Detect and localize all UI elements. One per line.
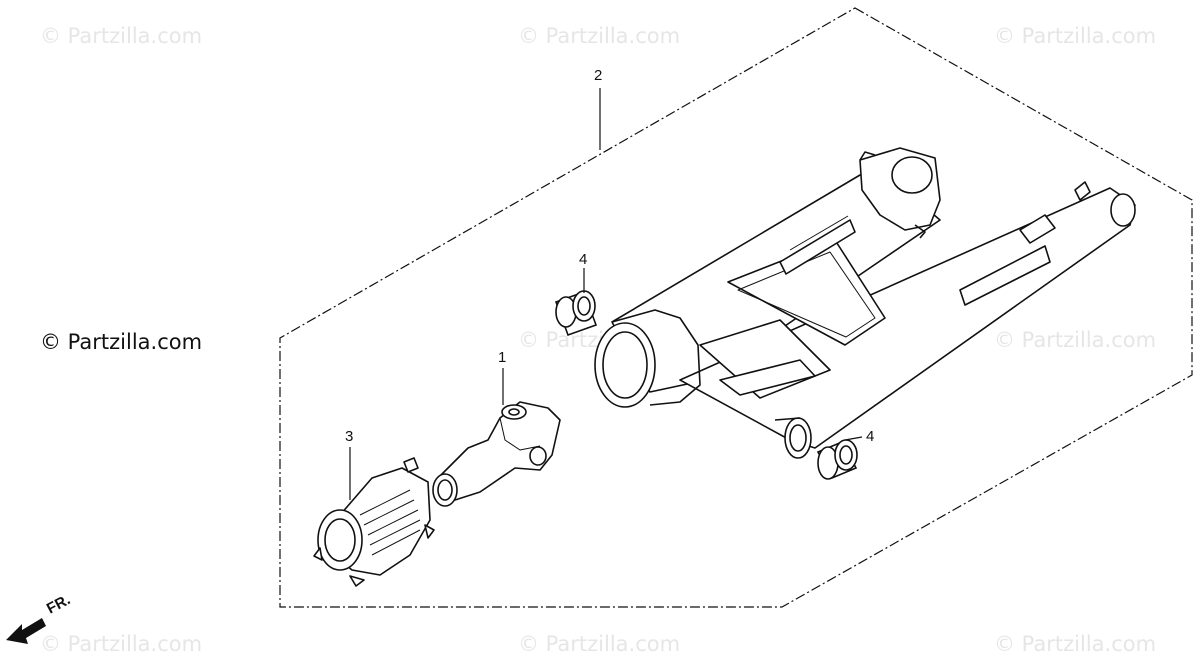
leader-line-4b [844, 436, 863, 441]
swingarm-part-2[interactable] [594, 147, 1136, 459]
universal-joint-part-1[interactable] [432, 401, 561, 507]
watermark-top-right: © Partzilla.com [994, 24, 1157, 48]
callout-4b: 4 [866, 428, 874, 445]
front-arrow-icon [6, 618, 46, 644]
bushing-part-4a[interactable] [554, 290, 598, 337]
callout-2: 2 [594, 67, 602, 84]
callout-1: 1 [498, 349, 506, 366]
watermark-top-left: © Partzilla.com [40, 24, 203, 48]
watermark-top-center: © Partzilla.com [518, 24, 681, 48]
bushing-part-4b[interactable] [816, 439, 858, 480]
watermark-mid-right: © Partzilla.com [994, 328, 1157, 352]
watermark-bottom-center: © Partzilla.com [518, 632, 681, 656]
boot-part-3[interactable] [313, 457, 435, 587]
front-indicator-label: FR. [44, 591, 73, 617]
watermark-bottom-right: © Partzilla.com [994, 632, 1157, 656]
assembly-boundary [279, 7, 1193, 608]
watermark-main: © Partzilla.com [40, 330, 203, 354]
callout-3: 3 [345, 428, 353, 445]
watermark-bottom-left: © Partzilla.com [40, 632, 203, 656]
callout-4a: 4 [579, 251, 587, 268]
